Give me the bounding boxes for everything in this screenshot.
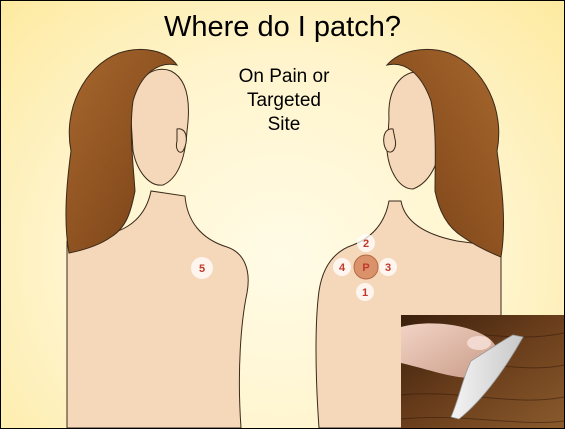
marker-patch: P bbox=[354, 255, 378, 279]
subtitle-line-1: On Pain or bbox=[199, 65, 369, 89]
marker-four-label: 4 bbox=[339, 262, 346, 274]
slide-subtitle: On Pain or Targeted Site bbox=[199, 65, 369, 137]
marker-five-label: 5 bbox=[199, 263, 205, 275]
patch-application-photo bbox=[401, 315, 564, 428]
fingernail bbox=[467, 336, 491, 350]
marker-four: 4 bbox=[333, 258, 351, 276]
marker-two: 2 bbox=[357, 234, 375, 252]
marker-patch-label: P bbox=[362, 262, 369, 274]
marker-three: 3 bbox=[379, 258, 397, 276]
marker-two-label: 2 bbox=[363, 238, 369, 250]
subtitle-line-2: Targeted bbox=[199, 89, 369, 113]
right-ear bbox=[384, 129, 396, 152]
marker-five: 5 bbox=[191, 257, 213, 279]
left-face bbox=[131, 69, 189, 185]
subtitle-line-3: Site bbox=[199, 113, 369, 137]
marker-one: 1 bbox=[356, 283, 374, 301]
marker-three-label: 3 bbox=[385, 262, 391, 274]
slide-title: Where do I patch? bbox=[1, 11, 564, 44]
marker-one-label: 1 bbox=[362, 287, 368, 299]
